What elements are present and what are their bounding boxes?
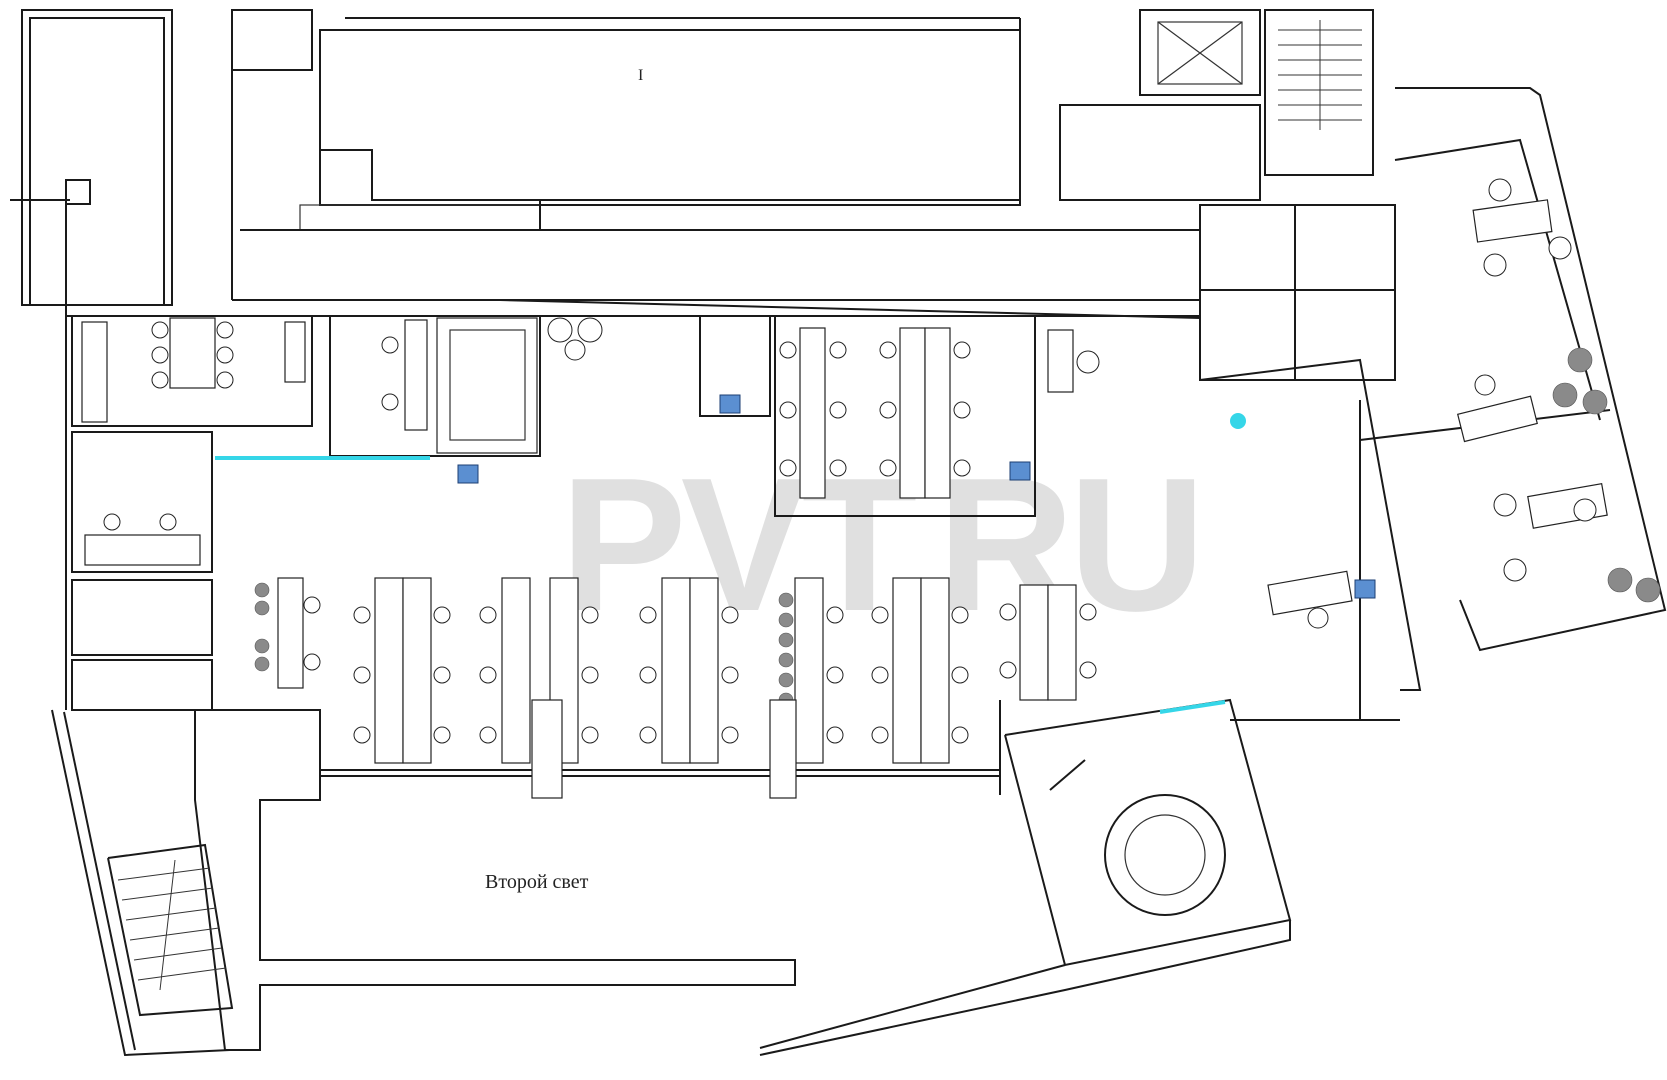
stairs-top-right: [1278, 20, 1362, 130]
stairs-lower-left: [107, 843, 234, 1017]
second-light-label: Второй свет: [485, 871, 589, 893]
round-meeting-room: [1049, 759, 1226, 916]
lounge-sofa: [436, 317, 1100, 454]
meeting-table-left: [81, 317, 306, 423]
workstations: [84, 319, 1097, 799]
walls: [10, 9, 1667, 1057]
room-number-label: I: [638, 67, 643, 84]
glass-partitions: [215, 413, 1246, 714]
equipment-units: [457, 394, 1376, 599]
executive-offices: [1267, 178, 1661, 629]
